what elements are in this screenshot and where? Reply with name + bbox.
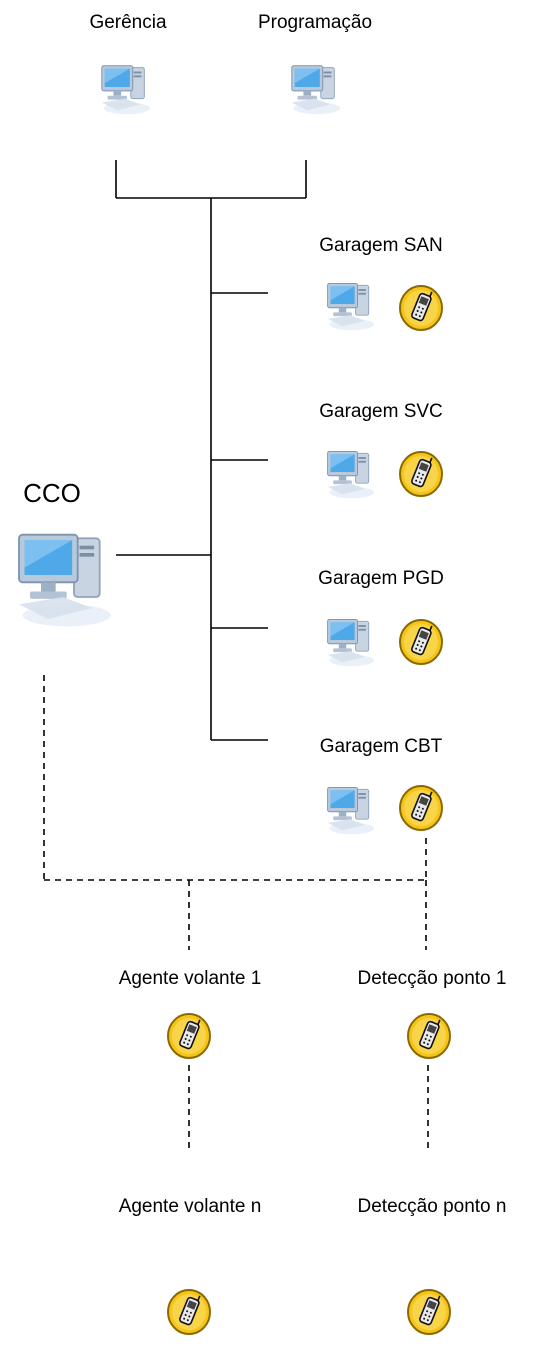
mobile-phone-icon [166,1288,212,1341]
garagem-svc-label: Garagem SVC [319,401,443,422]
mobile-phone-icon [398,284,444,337]
deteccao-ponto-n-label: Detecção ponto n [357,1196,507,1217]
gerencia-label: Gerência [89,12,167,33]
mobile-phone-icon [398,618,444,671]
mobile-phone-icon [398,784,444,837]
deteccao-ponto-1-label: Detecção ponto 1 [357,968,507,989]
computer-icon [322,780,378,841]
computer-icon [322,444,378,505]
wired-links [115,160,307,741]
garagem-pgd-label: Garagem PGD [318,568,444,589]
agente-volante-1-label: Agente volante 1 [118,968,262,989]
wireless-links [43,675,429,1150]
computer-icon [96,58,154,121]
mobile-phone-icon [398,450,444,503]
computer-icon [322,276,378,337]
cco-label: CCO [23,478,81,508]
programacao-label: Programação [257,12,373,33]
mobile-phone-icon [406,1012,452,1065]
mobile-phone-icon [166,1012,212,1065]
computer-icon [8,520,118,635]
garagem-cbt-label: Garagem CBT [319,736,443,757]
mobile-phone-icon [406,1288,452,1341]
garagem-san-label: Garagem SAN [319,235,443,256]
computer-icon [322,612,378,673]
computer-icon [286,58,344,121]
agente-volante-n-label: Agente volante n [118,1196,262,1217]
